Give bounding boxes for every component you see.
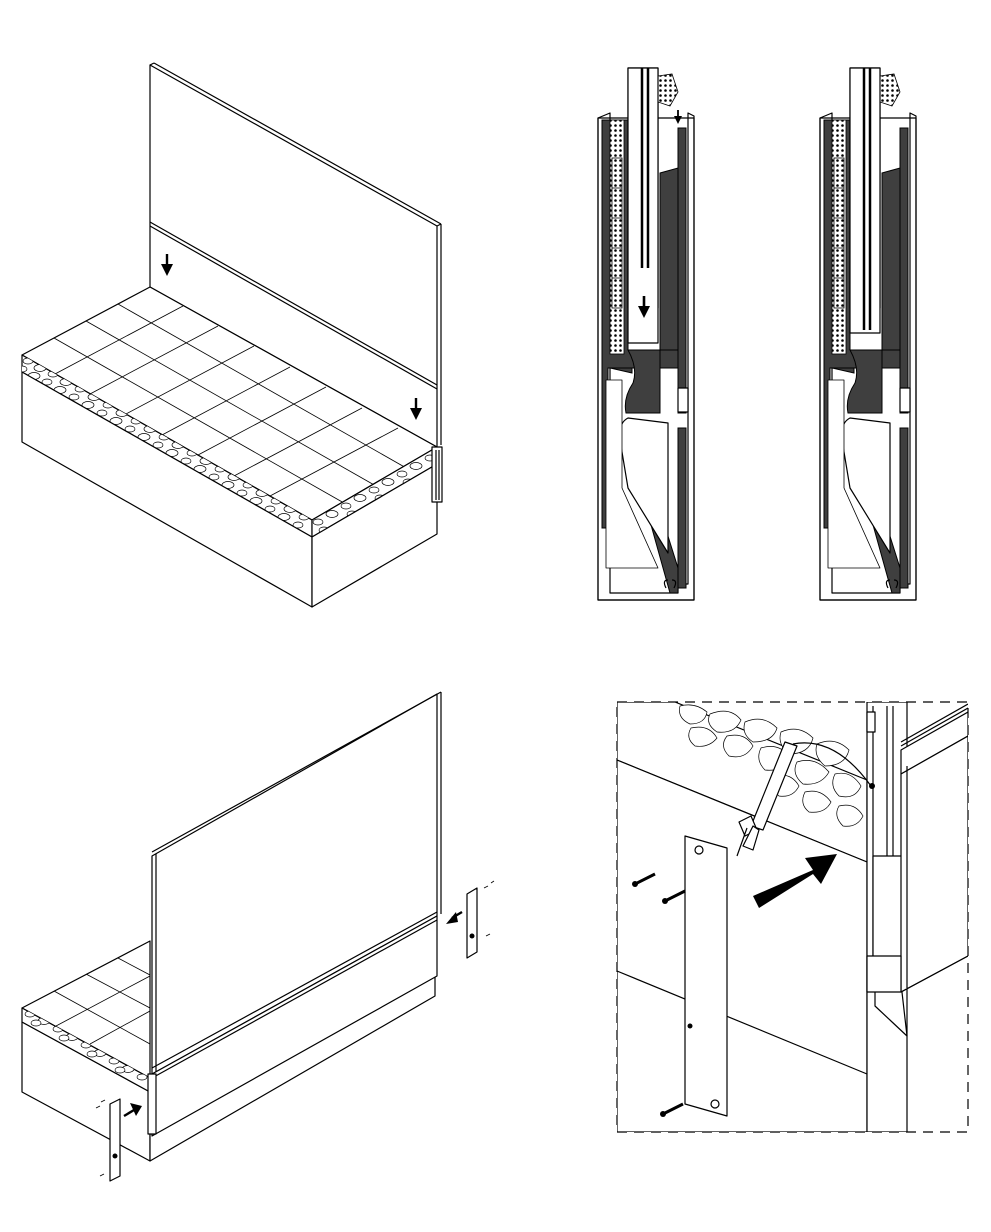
screw-icon — [662, 889, 686, 904]
detail-fixing-drawing — [616, 701, 969, 1133]
arrow-down-icon — [410, 398, 422, 420]
panel-cladding-fixing-isometric — [0, 616, 495, 1232]
sealant-gun-icon — [736, 741, 872, 857]
arrow-down-icon — [638, 296, 650, 318]
glass-insertion-drawing — [21, 62, 443, 608]
cladding-strip — [147, 911, 438, 1137]
end-cap-left — [95, 1098, 121, 1182]
screw-icon — [660, 1102, 684, 1117]
arrow-right-icon — [753, 854, 837, 908]
cladding-fixing-drawing — [21, 691, 495, 1182]
tiled-floor-slab — [21, 286, 438, 608]
arrow-down-icon — [674, 110, 682, 124]
arrow-down-icon — [161, 254, 173, 276]
end-cap-right — [466, 880, 495, 959]
tile-grid — [53, 957, 150, 1045]
cover-plate — [684, 835, 728, 1117]
arrow-left-icon — [446, 910, 463, 924]
cross-section-after — [818, 66, 918, 602]
glass-panel — [149, 62, 442, 448]
glass-and-cladding — [866, 703, 968, 993]
panel-profile-cross-sections — [495, 0, 991, 616]
tile-grid — [53, 303, 409, 504]
panel-glass-insertion-isometric — [0, 0, 495, 616]
arrow-right-icon — [123, 1103, 142, 1118]
cross-section-before — [596, 66, 696, 602]
screw-icon — [632, 872, 656, 887]
cross-sections-drawing — [596, 66, 918, 602]
base-profile-end — [431, 446, 443, 503]
panel-detail-fixing — [495, 616, 991, 1232]
